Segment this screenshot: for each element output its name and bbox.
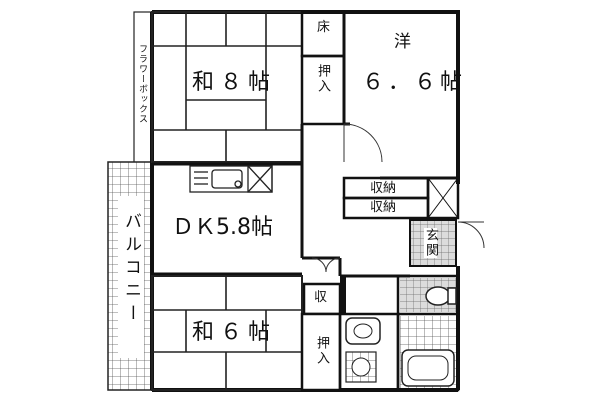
label-oshiire-top: 押入 xyxy=(315,64,330,94)
shuno-closets xyxy=(342,176,460,220)
label-oshiire-bottom: 押入 xyxy=(314,336,329,366)
label-genkan: 玄関 xyxy=(423,228,438,258)
room-label-yoshitsu: 洋 xyxy=(394,32,411,52)
kitchen-counter xyxy=(189,165,273,193)
label-flower-box: フラワーボックス xyxy=(137,44,147,124)
label-toko: 床 xyxy=(317,20,331,35)
label-shuno-2: 収納 xyxy=(370,200,397,215)
label-balcony: バルコニー xyxy=(121,212,141,327)
room-label-washitsu-8: 和８帖 xyxy=(192,70,277,95)
entrance-door xyxy=(457,221,485,249)
label-shu: 収 xyxy=(314,290,328,305)
yoshitsu-door xyxy=(343,123,383,163)
room-label-dk: ＤＫ5.8帖 xyxy=(172,215,273,240)
sanitary xyxy=(338,274,460,392)
washitsu-8-tatami xyxy=(151,11,303,163)
hall-door xyxy=(311,257,341,273)
room-label-washitsu-6: 和６帖 xyxy=(192,320,277,345)
washing-machine xyxy=(345,351,377,383)
dk-room xyxy=(152,124,304,276)
toilet xyxy=(425,286,451,306)
oshiire-bottom xyxy=(300,312,342,392)
room-label-yoshitsu-size: ６．６帖 xyxy=(362,70,467,95)
label-shuno-1: 収納 xyxy=(370,181,397,196)
hallway xyxy=(302,256,410,278)
